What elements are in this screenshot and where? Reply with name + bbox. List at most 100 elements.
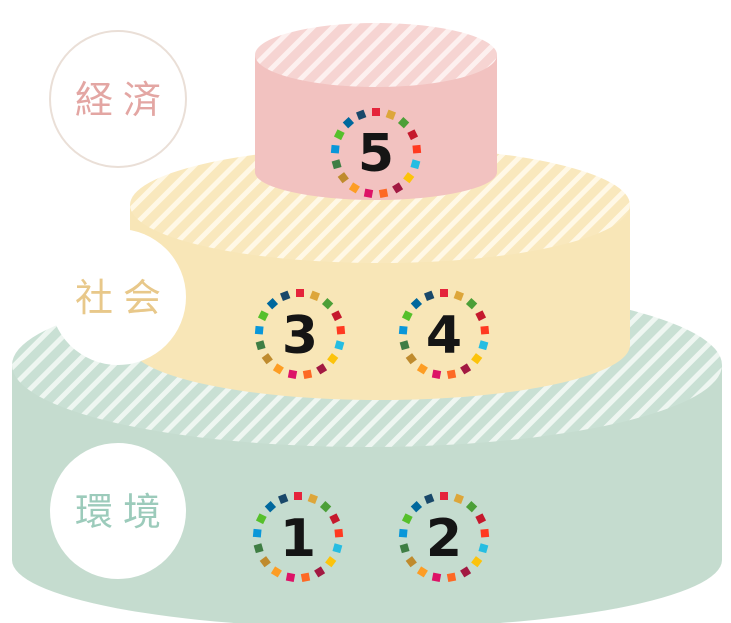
ring-segment (410, 298, 423, 310)
ring-segment (302, 369, 313, 379)
ring-segment (398, 325, 408, 335)
ring-segment (319, 501, 332, 513)
ring-segment (410, 159, 421, 170)
badge-4-number: 4 (426, 306, 462, 366)
ring-segment (392, 182, 404, 194)
label-environment-circle (50, 443, 186, 579)
badge-2-number: 2 (426, 509, 462, 569)
ring-segment (453, 290, 464, 301)
ring-segment (264, 501, 277, 513)
ring-segment (330, 144, 340, 154)
ring-segment (431, 369, 442, 379)
ring-segment (478, 543, 489, 554)
ring-segment (321, 298, 334, 310)
ring-segment (475, 310, 487, 322)
ring-segment (287, 369, 298, 379)
tier-economy (255, 23, 497, 200)
ring-segment (399, 543, 410, 554)
ring-segment (259, 556, 271, 568)
ring-segment (378, 188, 389, 198)
ring-segment (342, 117, 355, 129)
ring-segment (296, 289, 304, 297)
ring-segment (356, 109, 367, 120)
ring-segment (403, 172, 415, 184)
ring-segment (333, 129, 345, 141)
ring-segment (465, 501, 478, 513)
label-society-text: 社会 (75, 276, 171, 320)
label-economy: 経済 (49, 30, 187, 168)
ring-segment (398, 528, 408, 538)
ring-segment (272, 363, 284, 375)
ring-segment (460, 566, 472, 578)
badge-3-number: 3 (282, 306, 318, 366)
ring-segment (309, 290, 320, 301)
badge-5-number: 5 (358, 124, 394, 184)
ring-segment (336, 325, 346, 335)
ring-segment (446, 572, 457, 582)
ring-segment (314, 566, 326, 578)
ring-segment (412, 144, 422, 154)
badge-5-ring (330, 108, 422, 198)
ring-segment (334, 340, 345, 351)
ring-segment (410, 501, 423, 513)
ring-segment (261, 353, 273, 365)
ring-segment (255, 340, 266, 351)
ring-segment (478, 340, 489, 351)
ring-segment (440, 289, 448, 297)
badge-3: 3 (254, 289, 346, 379)
label-environment: 環境 (50, 443, 186, 579)
ring-segment (424, 290, 435, 301)
label-environment-text: 環境 (75, 490, 171, 534)
ring-segment (416, 566, 428, 578)
ring-segment (407, 129, 419, 141)
ring-segment (471, 353, 483, 365)
ring-segment (329, 513, 341, 525)
ring-segment (424, 493, 435, 504)
ring-segment (307, 493, 318, 504)
ring-segment (280, 290, 291, 301)
ring-segment (348, 182, 360, 194)
ring-segment (285, 572, 296, 582)
ring-segment (453, 493, 464, 504)
ring-segment (252, 528, 262, 538)
ring-segment (331, 310, 343, 322)
ring-segment (399, 340, 410, 351)
ring-segment (254, 325, 264, 335)
ring-segment (257, 310, 269, 322)
ring-segment (480, 325, 490, 335)
tier-economy-top (255, 23, 497, 87)
ring-segment (401, 513, 413, 525)
badge-4-ring (398, 289, 490, 379)
ring-segment (255, 513, 267, 525)
ring-segment (334, 528, 344, 538)
badge-2-ring (398, 492, 490, 582)
label-economy-text: 経済 (75, 78, 171, 122)
label-economy-circle (49, 30, 187, 168)
badge-1: 1 (252, 492, 344, 582)
ring-segment (266, 298, 279, 310)
ring-segment (405, 556, 417, 568)
ring-segment (446, 369, 457, 379)
ring-segment (363, 188, 374, 198)
ring-segment (270, 566, 282, 578)
tier-society-top (130, 147, 630, 263)
badge-1-number: 1 (280, 509, 316, 569)
ring-segment (397, 117, 410, 129)
ring-segment (300, 572, 311, 582)
badge-2: 2 (398, 492, 490, 582)
ring-segment (372, 108, 380, 116)
badge-4: 4 (398, 289, 490, 379)
ring-segment (253, 543, 264, 554)
ring-segment (465, 298, 478, 310)
ring-segment (471, 556, 483, 568)
ring-segment (405, 353, 417, 365)
ring-segment (480, 528, 490, 538)
tier-economy-body (255, 55, 497, 200)
ring-segment (475, 513, 487, 525)
ring-segment (440, 492, 448, 500)
ring-segment (401, 310, 413, 322)
label-society: 社会 (50, 229, 186, 365)
ring-segment (337, 172, 349, 184)
ring-segment (460, 363, 472, 375)
